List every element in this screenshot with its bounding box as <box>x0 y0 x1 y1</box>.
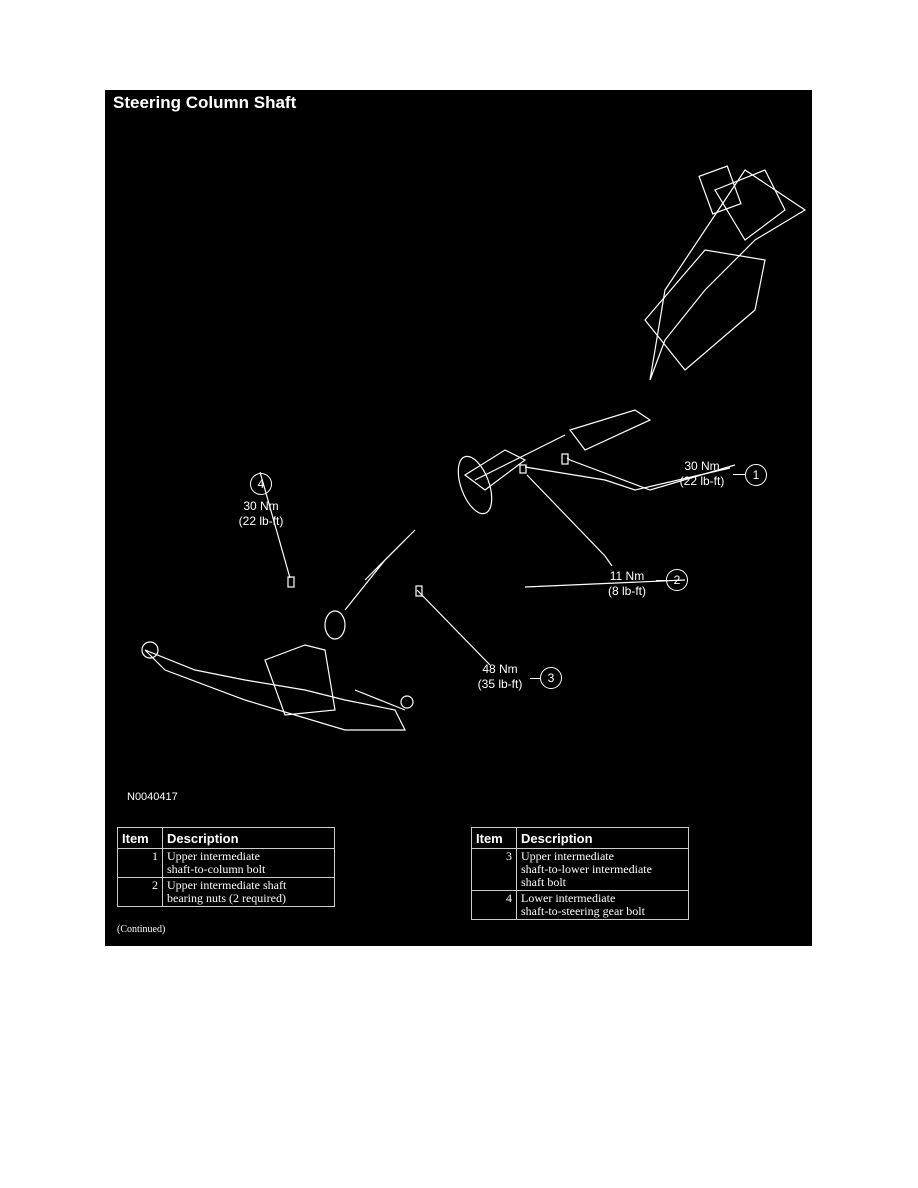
header-description: Description <box>162 827 335 849</box>
torque-nm: 11 Nm <box>609 569 645 583</box>
page-title: Steering Column Shaft <box>113 93 297 112</box>
torque-lbft: (22 lb-ft) <box>238 514 284 528</box>
diagram-panel: Steering Column Shaft 4 30 Nm (22 lb-ft)… <box>105 90 812 946</box>
callout-3-badge: 3 <box>540 667 562 689</box>
torque-lbft: (8 lb-ft) <box>607 584 646 598</box>
item-number: 4 <box>471 890 517 920</box>
callout-1-badge: 1 <box>745 464 767 486</box>
header-description: Description <box>516 827 689 849</box>
callout-2-badge: 2 <box>666 569 688 591</box>
torque-nm: 30 Nm <box>684 459 720 473</box>
torque-lbft: (35 lb-ft) <box>477 677 523 691</box>
callout-3-torque: 48 Nm (35 lb-ft) <box>467 662 533 692</box>
item-number: 2 <box>117 877 163 907</box>
item-number: 3 <box>471 848 517 891</box>
header-item: Item <box>117 827 163 849</box>
callout-2-torque: 11 Nm (8 lb-ft) <box>597 569 657 599</box>
callout-4-badge: 4 <box>250 473 272 495</box>
torque-nm: 30 Nm <box>243 499 279 513</box>
steering-column-illustration <box>141 165 807 731</box>
callout-4-torque: 4 30 Nm (22 lb-ft) <box>225 473 297 529</box>
figure-id: N0040417 <box>127 791 178 803</box>
callout-1-torque: 30 Nm (22 lb-ft) <box>667 459 737 489</box>
header-item: Item <box>471 827 517 849</box>
item-number: 1 <box>117 848 163 878</box>
torque-nm: 48 Nm <box>482 662 518 676</box>
continued-note: (Continued) <box>117 924 166 935</box>
torque-lbft: (22 lb-ft) <box>679 474 725 488</box>
